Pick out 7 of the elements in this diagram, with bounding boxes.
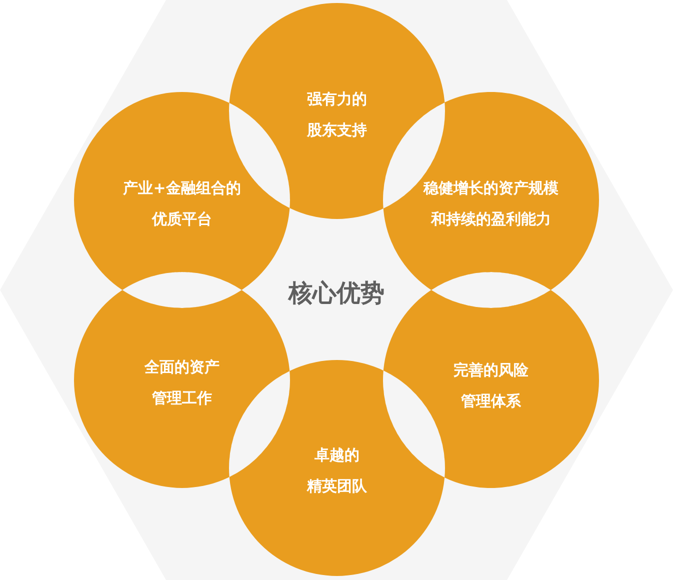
circle-label: 卓越的精英团队: [307, 445, 367, 497]
circle-label: 强有力的股东支持: [307, 89, 367, 141]
center-title: 核心优势: [288, 278, 384, 308]
circle-label: 完善的风险管理体系: [454, 360, 528, 412]
circle-label: 稳健增长的资产规模和持续的盈利能力: [424, 178, 558, 230]
circle-label: 全面的资产管理工作: [144, 357, 220, 409]
circle-label: 产业+金融组合的优质平台: [123, 178, 241, 230]
